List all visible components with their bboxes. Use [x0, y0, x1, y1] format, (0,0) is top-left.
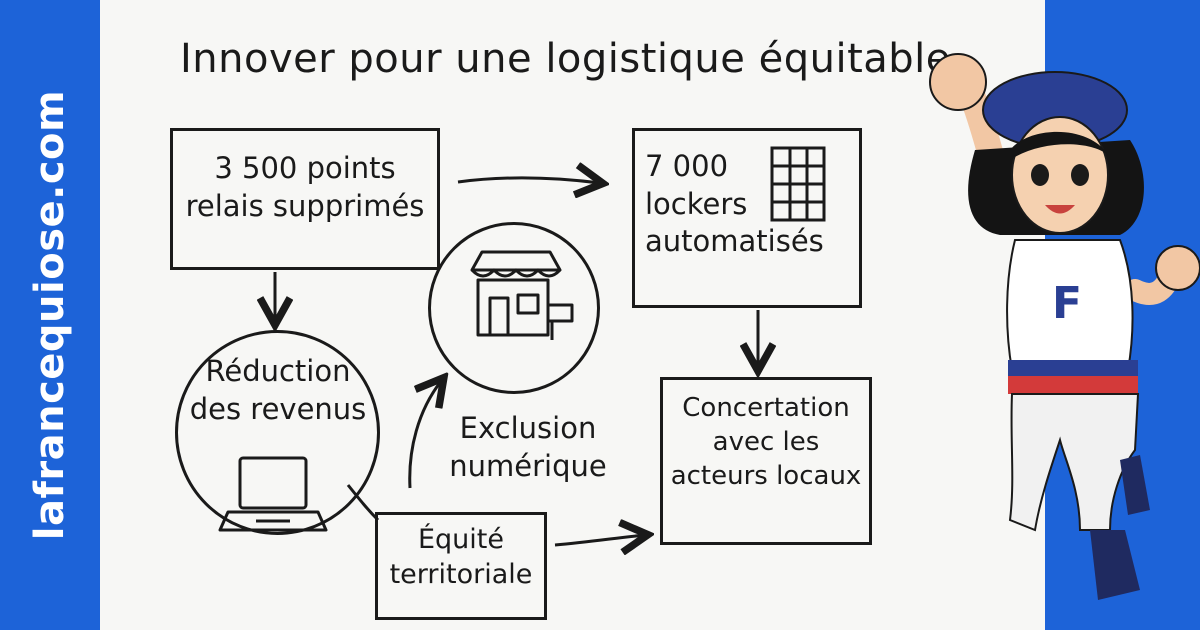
node-exclusion-line1: Exclusion [459, 411, 597, 445]
node-exclusion-line2: numérique [449, 448, 607, 483]
shop-icon [470, 250, 574, 340]
node-concertation-line3: acteurs locaux [670, 460, 862, 491]
locker-grid-icon [770, 146, 826, 222]
diagram-title: Innover pour une logistique équitable [180, 36, 951, 82]
node-equite-text: Équité territoriale [375, 522, 547, 592]
node-relais-box [170, 128, 440, 270]
brand-band-left: lafrancequiose.com [0, 0, 100, 630]
node-lockers-line1: 7 000 [645, 149, 729, 183]
node-relais-line2: relais supprimés [185, 188, 425, 223]
arrow-equite-to-concertation [554, 535, 645, 545]
node-equite-line2: territoriale [389, 559, 533, 591]
laptop-icon [218, 456, 328, 532]
node-concertation-text: Concertation avec les acteurs locaux [660, 392, 872, 493]
node-relais-text: 3 500 points relais supprimés [170, 150, 440, 225]
node-reduction-circle [175, 330, 380, 535]
arrow-relais-to-lockers [457, 178, 600, 183]
node-reduction-text: Réduction des revenus [178, 353, 378, 428]
mascot-illustration: F [929, 53, 1200, 600]
node-reduction-line2: des revenus [189, 391, 367, 426]
arrow-equite-to-shop [408, 380, 442, 489]
node-lockers-line3: automatisés [645, 224, 824, 259]
node-reduction-line1: Réduction [205, 354, 351, 388]
node-relais-line1: 3 500 points [214, 151, 396, 185]
node-exclusion-text: Exclusion numérique [428, 410, 628, 485]
node-lockers-line2: lockers [645, 186, 748, 221]
node-concertation-line1: Concertation [682, 393, 850, 423]
node-lockers-text: 7 000 lockers automatisés [645, 148, 865, 261]
connector-reduction-to-equite [346, 484, 380, 522]
node-concertation-box [660, 377, 872, 545]
node-equite-box [375, 512, 547, 620]
shop-circle [428, 222, 600, 394]
mascot-shirt-letter: F [1052, 278, 1082, 329]
node-equite-line1: Équité [417, 524, 504, 555]
node-concertation-line2: avec les [712, 426, 820, 457]
